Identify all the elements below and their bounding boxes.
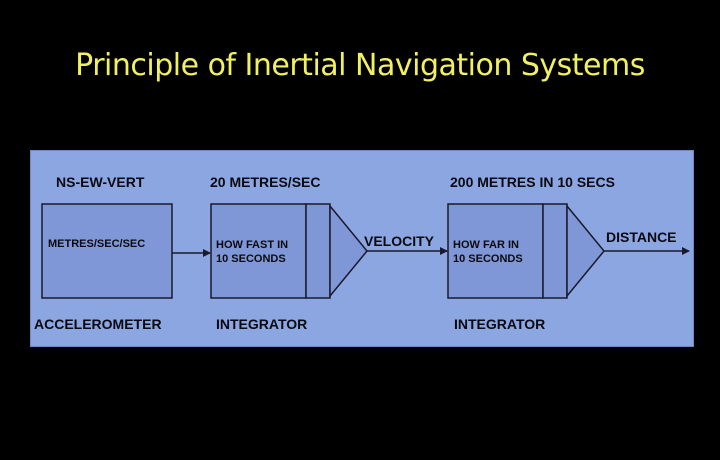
integrator-2-box bbox=[447, 203, 544, 299]
slide-title: Principle of Inertial Navigation Systems bbox=[75, 48, 645, 83]
integrator-2-header: 200 METRES IN 10 SECS bbox=[450, 174, 615, 190]
accelerometer-box-text: METRES/SEC/SEC bbox=[48, 238, 146, 250]
integrator-1-box bbox=[210, 203, 307, 299]
integrator-1-name: INTEGRATOR bbox=[216, 316, 308, 332]
integrator-1-header: 20 METRES/SEC bbox=[210, 174, 321, 190]
integrator-2-box-line-2: 10 SECONDS bbox=[453, 253, 523, 265]
block-diagram bbox=[41, 203, 690, 299]
integrator-2-box-line-1: HOW FAR IN bbox=[453, 239, 519, 251]
integrator-1-box-line-2: 10 SECONDS bbox=[216, 253, 286, 265]
integrator-2-triangle bbox=[566, 203, 605, 299]
integrator-1-box-line-1: HOW FAST IN bbox=[216, 239, 289, 251]
integrator-2-name: INTEGRATOR bbox=[454, 316, 546, 332]
diagram-panel: NS-EW-VERT METRES/SEC/SEC ACCELEROMETER … bbox=[30, 150, 694, 347]
accelerometer-box bbox=[41, 203, 173, 299]
accelerometer-name: ACCELEROMETER bbox=[34, 316, 162, 332]
accelerometer-axes-label: NS-EW-VERT bbox=[56, 174, 145, 190]
distance-label: DISTANCE bbox=[606, 229, 677, 245]
integrator-1-triangle bbox=[329, 203, 368, 299]
velocity-label: VELOCITY bbox=[364, 233, 435, 249]
integrator-1-band bbox=[305, 203, 331, 299]
integrator-2-band bbox=[542, 203, 568, 299]
